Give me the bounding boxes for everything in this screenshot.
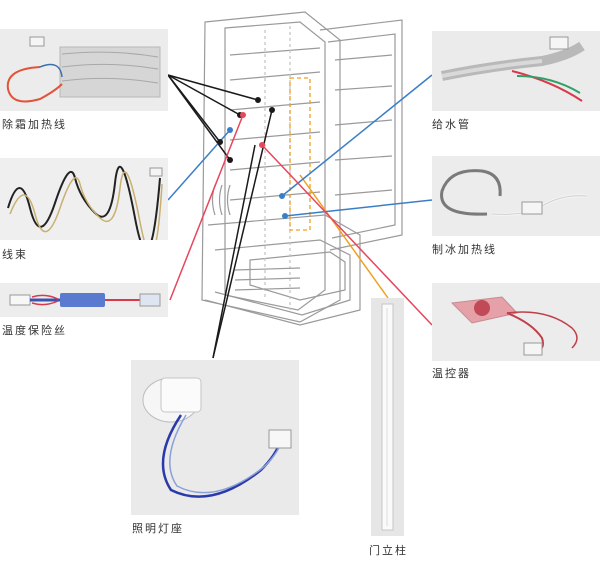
marker-ice bbox=[282, 213, 288, 219]
door-pillar-highlight bbox=[289, 77, 311, 231]
defrost-heater-label: 除霜加热线 bbox=[2, 118, 67, 131]
thermostat-icon bbox=[432, 283, 600, 361]
leader-pillar bbox=[299, 174, 389, 299]
refrigerator-outline bbox=[201, 11, 403, 326]
leader-water bbox=[281, 74, 433, 197]
leader-lamp-2 bbox=[212, 109, 273, 359]
marker-fuse bbox=[240, 112, 246, 118]
lamp-holder-photo bbox=[131, 360, 299, 515]
marker-harness bbox=[227, 127, 233, 133]
ice-heater-label: 制冰加热线 bbox=[432, 243, 497, 256]
thermostat-photo bbox=[432, 283, 600, 361]
door-pillar-photo bbox=[371, 298, 404, 536]
leader-fuse bbox=[169, 114, 244, 301]
marker-water bbox=[279, 193, 285, 199]
marker-thermostat bbox=[259, 142, 265, 148]
wire-harness-icon bbox=[0, 158, 168, 240]
leader-lamp bbox=[212, 144, 256, 359]
lamp-holder-label: 照明灯座 bbox=[132, 522, 184, 535]
water-supply-pipe-icon bbox=[432, 31, 600, 111]
marker-dots bbox=[217, 97, 288, 219]
marker-lamp bbox=[269, 107, 275, 113]
defrost-heater-wire-icon bbox=[0, 29, 168, 111]
marker-defrost-1 bbox=[255, 97, 261, 103]
defrost-heater-photo bbox=[0, 29, 168, 111]
wire-harness-photo bbox=[0, 158, 168, 240]
ice-heater-photo bbox=[432, 156, 600, 236]
water-pipe-label: 给水管 bbox=[432, 118, 471, 131]
door-pillar-icon bbox=[371, 298, 404, 536]
leader-lines bbox=[167, 74, 433, 359]
thermostat-label: 温控器 bbox=[432, 367, 471, 380]
thermal-fuse-label: 温度保险丝 bbox=[2, 324, 67, 337]
marker-defrost-3 bbox=[217, 139, 223, 145]
marker-defrost-4 bbox=[227, 157, 233, 163]
leader-thermostat bbox=[261, 144, 433, 326]
water-pipe-photo bbox=[432, 31, 600, 111]
leader-defrost-1 bbox=[167, 74, 259, 101]
leader-defrost-4 bbox=[167, 74, 231, 161]
door-pillar-label: 门立柱 bbox=[369, 544, 408, 557]
thermal-fuse-icon bbox=[0, 283, 168, 317]
leader-defrost-2 bbox=[167, 74, 241, 116]
wire-harness-label: 线束 bbox=[2, 248, 28, 261]
thermal-fuse-photo bbox=[0, 283, 168, 317]
leader-ice bbox=[284, 199, 433, 217]
ice-maker-heater-icon bbox=[432, 156, 600, 236]
lamp-socket-icon bbox=[131, 360, 299, 515]
